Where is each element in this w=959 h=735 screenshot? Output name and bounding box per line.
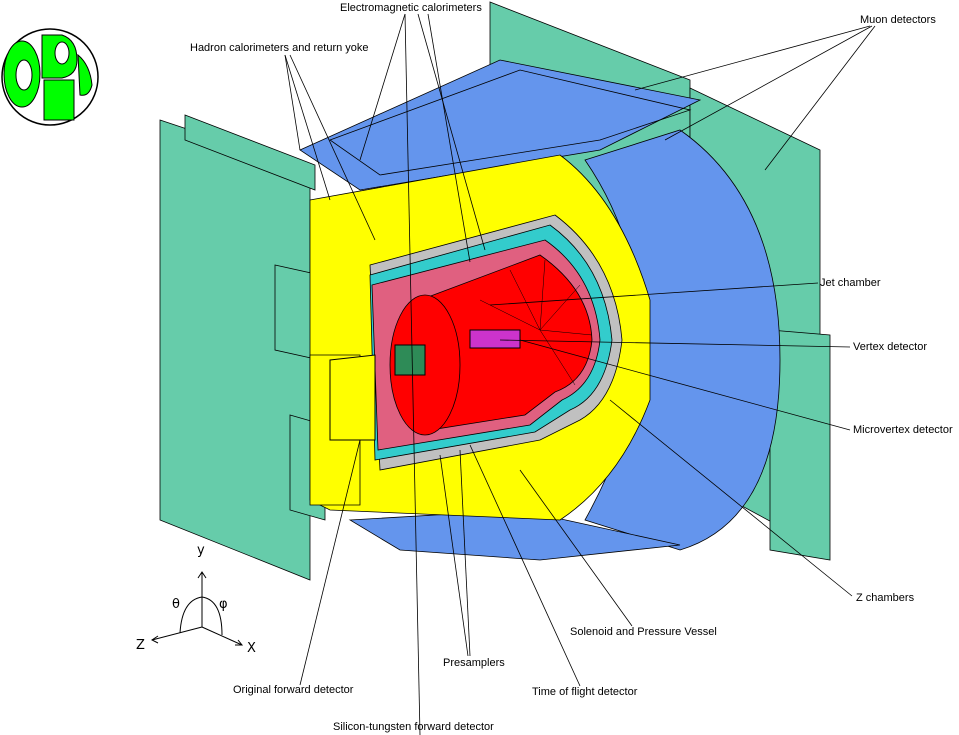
end-cap-yellow (329, 354, 376, 441)
leader-lines (284, 13, 876, 735)
label-solenoid: Solenoid and Pressure Vessel (570, 626, 717, 638)
forward-detector (394, 344, 426, 376)
axis-label-phi: φ (219, 597, 228, 612)
label-em-calorimeters: Electromagnetic calorimeters (340, 2, 482, 14)
return-yoke (299, 59, 781, 561)
label-time-of-flight: Time of flight detector (532, 686, 638, 698)
label-presamplers: Presamplers (443, 657, 505, 669)
axis-label-theta: θ (172, 597, 180, 612)
axis-label-z: Z (136, 638, 145, 653)
vertex-detector (469, 329, 521, 349)
label-microvertex-detector: Microvertex detector (853, 424, 953, 436)
label-original-forward-detector: Original forward detector (233, 684, 354, 696)
label-hadron-calorimeters: Hadron calorimeters and return yoke (190, 42, 369, 54)
coordinate-axes (151, 571, 244, 646)
axis-label-x: X (247, 641, 256, 656)
label-muon-detectors: Muon detectors (860, 14, 936, 26)
opal-logo (1, 28, 99, 126)
label-vertex-detector: Vertex detector (853, 341, 927, 353)
label-z-chambers: Z chambers (856, 592, 915, 604)
axis-label-y: y (197, 543, 205, 558)
label-jet-chamber: Jet chamber (820, 277, 881, 289)
label-silicon-tungsten-forward-detector: Silicon-tungsten forward detector (333, 721, 494, 733)
